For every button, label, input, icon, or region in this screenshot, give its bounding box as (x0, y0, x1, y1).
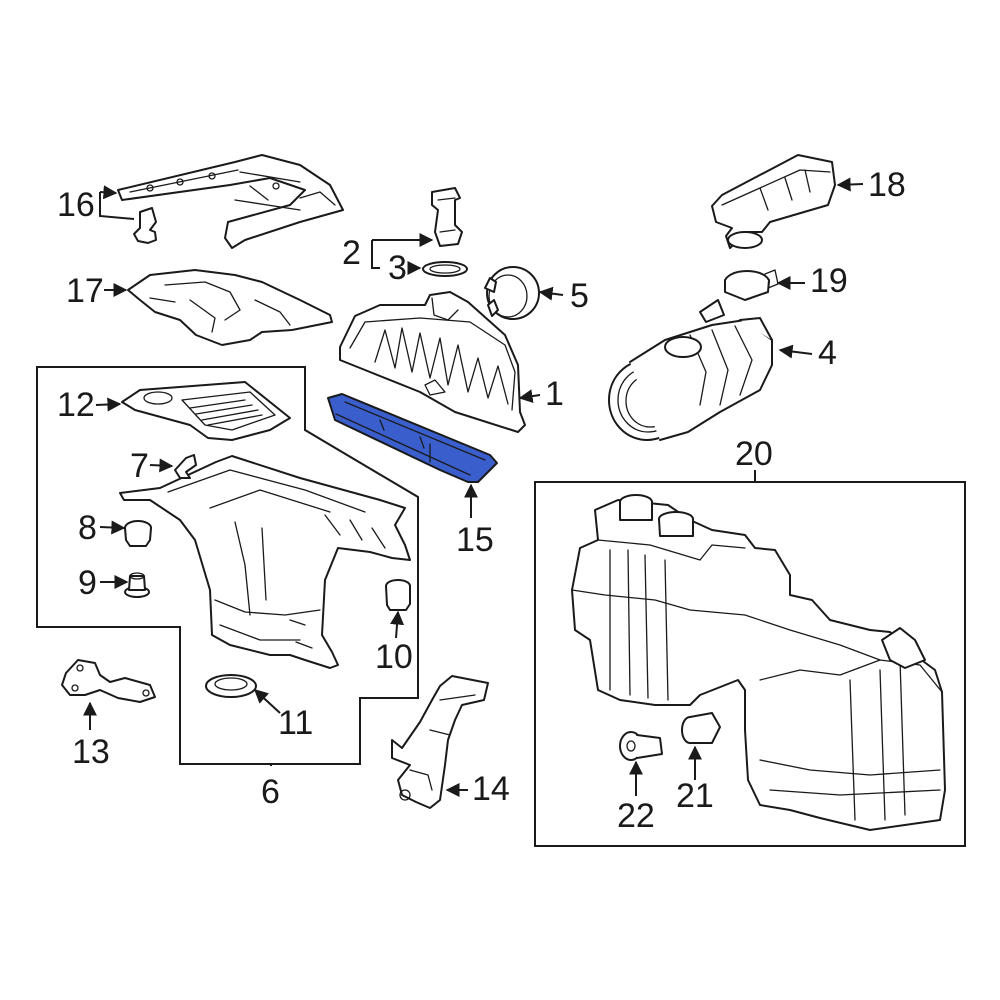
callout-15: 15 (456, 521, 494, 559)
callout-13: 13 (72, 733, 110, 771)
callout-17: 17 (66, 272, 104, 310)
callout-21: 21 (676, 777, 714, 815)
grommet-21-part (681, 712, 721, 744)
bracket-13-part (61, 659, 156, 703)
callout-labels: 1 2 3 4 5 6 7 8 9 10 11 12 13 14 15 16 1… (57, 166, 906, 835)
callout-4: 4 (818, 334, 837, 372)
air-cleaner-cover-part (339, 291, 526, 433)
callout-19: 19 (810, 262, 848, 300)
group-20-outline (534, 481, 966, 847)
callout-14: 14 (472, 770, 510, 808)
callout-18: 18 (868, 166, 906, 204)
callout-7: 7 (130, 447, 149, 485)
callout-16: 16 (57, 186, 95, 224)
air-cleaner-case-part (119, 455, 411, 669)
o-ring-part (422, 261, 468, 277)
intake-tube-part (608, 299, 773, 441)
callout-11: 11 (278, 704, 313, 742)
callout-22: 22 (617, 797, 655, 835)
clip-7-part (174, 454, 197, 479)
callout-6: 6 (261, 773, 280, 811)
callout-9: 9 (78, 564, 97, 602)
inlet-plate-part (121, 381, 291, 441)
hose-clamp-part (724, 269, 779, 301)
callout-5: 5 (570, 277, 589, 315)
group-6-outline (36, 366, 419, 765)
bushing-9-part (124, 572, 150, 598)
leader-lines (83, 177, 864, 797)
seal-11-part (205, 674, 257, 698)
callout-20: 20 (735, 435, 773, 473)
callout-12: 12 (57, 386, 95, 424)
callout-2: 2 (342, 234, 361, 272)
filter-element-highlighted (327, 393, 498, 483)
resonator-part (571, 494, 946, 831)
callout-1: 1 (545, 375, 564, 413)
clip-part (133, 207, 157, 244)
bushing-22-part (619, 731, 663, 761)
grommet-8-part (124, 520, 152, 547)
cover-bracket-part (117, 154, 344, 249)
callout-3: 3 (388, 249, 407, 287)
bracket-14-part (391, 675, 489, 809)
mount-10-part (385, 579, 411, 611)
lower-cover-part (127, 269, 333, 346)
intake-duct-part (711, 154, 836, 249)
cap-part (484, 266, 540, 320)
airflow-sensor-part (431, 187, 463, 247)
callout-10: 10 (375, 638, 413, 676)
callout-8: 8 (78, 509, 97, 547)
